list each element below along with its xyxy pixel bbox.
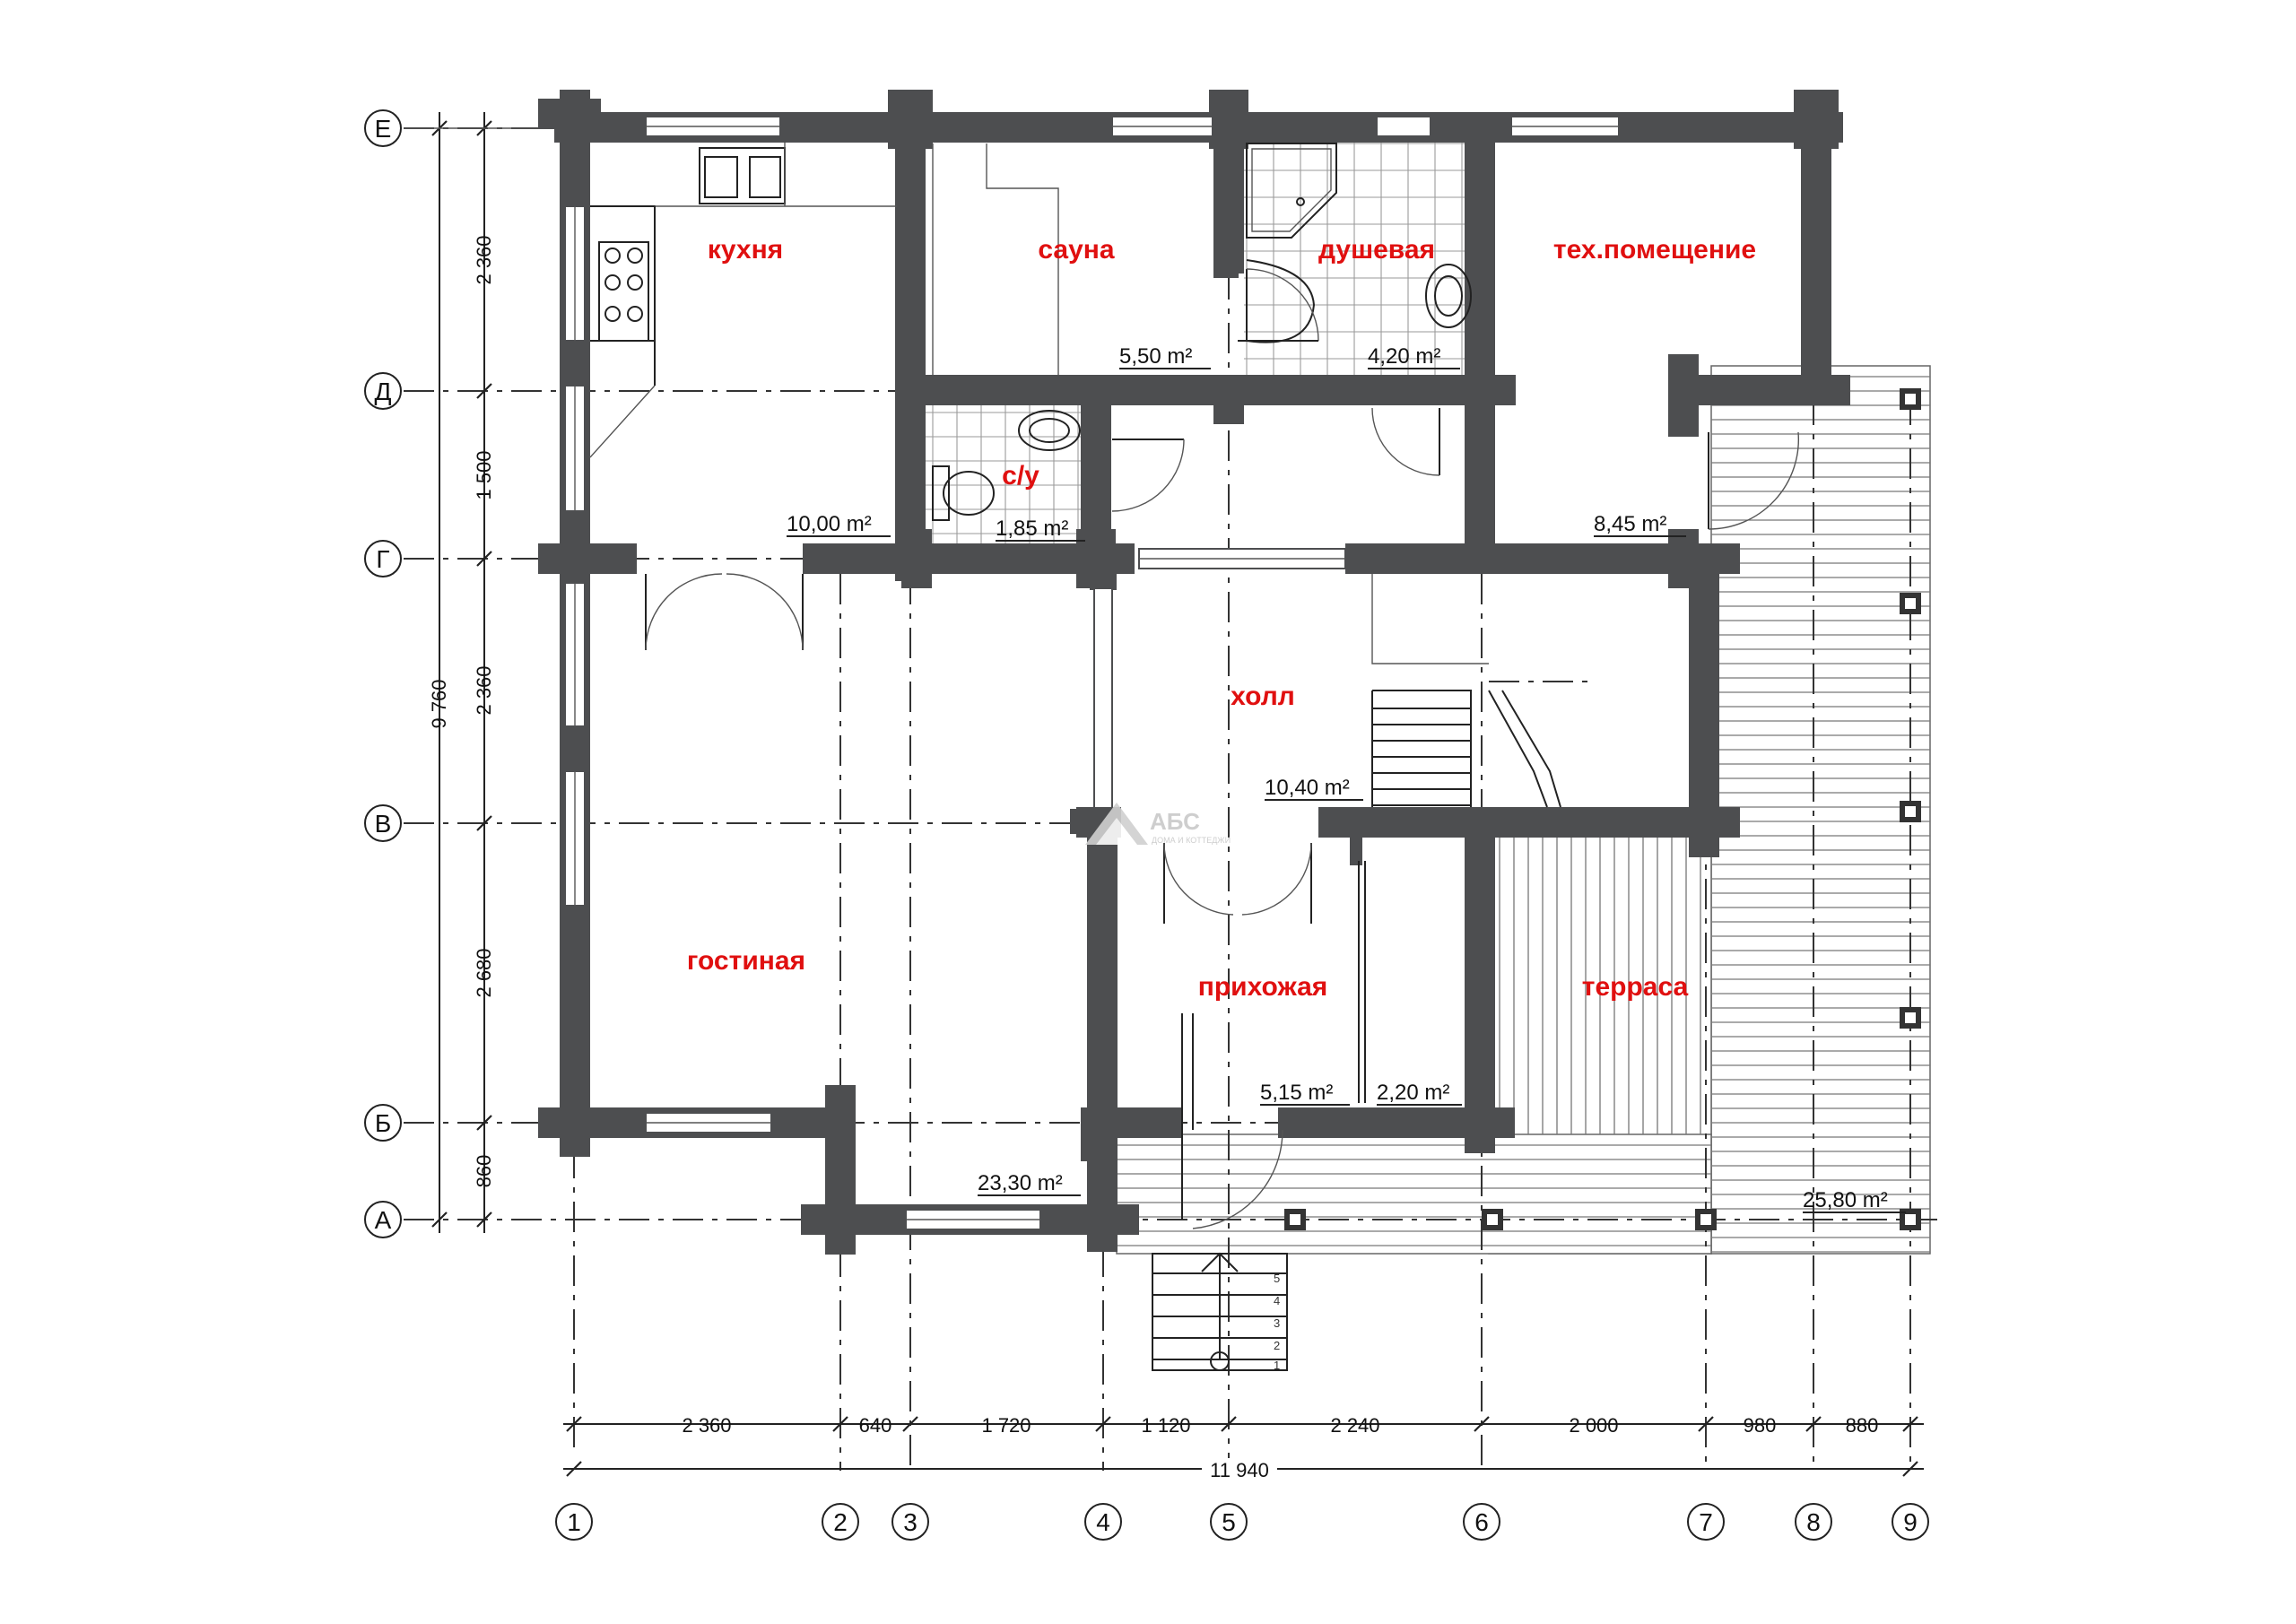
axis-label-D: Д bbox=[375, 378, 392, 405]
area-closet: 2,20 m² bbox=[1377, 1081, 1449, 1105]
room-label-entry: прихожая bbox=[1198, 972, 1328, 1002]
dim-tick bbox=[902, 1416, 918, 1432]
logo-name: АБС bbox=[1150, 808, 1200, 835]
dim-tick bbox=[1095, 1416, 1111, 1432]
dim-v-3: 2 360 bbox=[473, 665, 495, 715]
room-label-terrace: терраса bbox=[1582, 972, 1689, 1002]
axis-label-A: А bbox=[375, 1206, 392, 1234]
dim-h-7: 980 bbox=[1744, 1414, 1777, 1437]
terrace-post-core bbox=[1905, 394, 1916, 404]
dim-tick bbox=[1902, 1461, 1918, 1477]
dim-h-4: 1 120 bbox=[1141, 1414, 1190, 1437]
sauna-fixtures bbox=[932, 143, 1059, 375]
dim-v-5: 860 bbox=[473, 1155, 495, 1188]
room-label-wc: с/у bbox=[1002, 461, 1039, 491]
axis-label-5: 5 bbox=[1222, 1508, 1236, 1536]
axis-label-4: 4 bbox=[1096, 1508, 1110, 1536]
area-entry: 5,15 m² bbox=[1260, 1081, 1333, 1105]
terrace-post-core bbox=[1905, 598, 1916, 609]
dimensions-horizontal: 2 360 640 1 720 1 120 2 240 2 000 980 88… bbox=[563, 1414, 1924, 1481]
windows bbox=[564, 116, 1620, 1230]
dimensions-vertical: 9 760 2 360 1 500 2 360 2 680 860 bbox=[428, 112, 495, 1233]
dim-h-6: 2 000 bbox=[1569, 1414, 1618, 1437]
area-tech: 8,45 m² bbox=[1594, 512, 1666, 536]
room-labels: кухня сауна душевая тех.помещение с/у хо… bbox=[687, 235, 1756, 1002]
terrace-post-core bbox=[1700, 1214, 1711, 1225]
area-terrace: 25,80 m² bbox=[1803, 1188, 1888, 1212]
axis-label-V: В bbox=[375, 810, 392, 838]
dim-v-1: 2 360 bbox=[473, 235, 495, 284]
entry-stair bbox=[1152, 1252, 1288, 1371]
doors bbox=[645, 268, 1800, 1229]
area-labels: 10,00 m² 5,50 m² 4,20 m² 8,45 m² 1,85 m²… bbox=[787, 344, 1906, 1213]
axis-label-9: 9 bbox=[1903, 1508, 1918, 1536]
terrace-post-core bbox=[1905, 1214, 1916, 1225]
room-label-kitchen: кухня bbox=[708, 235, 783, 265]
axis-number-bubbles: 1 2 3 4 5 6 7 8 9 bbox=[555, 1503, 1929, 1541]
dim-tick bbox=[832, 1416, 848, 1432]
dim-v-2: 1 500 bbox=[473, 450, 495, 499]
axis-label-8: 8 bbox=[1806, 1508, 1821, 1536]
area-living: 23,30 m² bbox=[978, 1171, 1063, 1195]
axis-label-E: Е bbox=[375, 115, 392, 143]
dim-h-5: 2 240 bbox=[1330, 1414, 1379, 1437]
dim-v-4: 2 680 bbox=[473, 948, 495, 997]
step-number: 3 bbox=[1274, 1316, 1280, 1330]
logo-subtitle: ДОМА И КОТТЕДЖИ bbox=[1152, 836, 1231, 845]
area-kitchen: 10,00 m² bbox=[787, 512, 872, 536]
room-label-living: гостиная bbox=[687, 946, 805, 976]
axis-letter-bubbles: Е Д Г В Б А bbox=[364, 109, 538, 1238]
inner-stair bbox=[1371, 574, 1592, 808]
dim-tick bbox=[1902, 1416, 1918, 1432]
area-wc: 1,85 m² bbox=[996, 517, 1068, 541]
terrace-post-core bbox=[1290, 1214, 1300, 1225]
axis-label-G: Г bbox=[376, 545, 389, 573]
axis-label-1: 1 bbox=[567, 1508, 581, 1536]
terrace-post-core bbox=[1487, 1214, 1498, 1225]
dim-tick bbox=[1698, 1416, 1714, 1432]
dim-tick bbox=[566, 1461, 582, 1477]
dim-tick bbox=[1474, 1416, 1490, 1432]
axis-label-B: Б bbox=[375, 1109, 391, 1137]
area-shower: 4,20 m² bbox=[1368, 344, 1440, 369]
dim-h-3: 1 720 bbox=[981, 1414, 1031, 1437]
axis-label-6: 6 bbox=[1474, 1508, 1489, 1536]
room-label-sauna: сауна bbox=[1038, 235, 1115, 265]
axis-label-2: 2 bbox=[833, 1508, 848, 1536]
step-number: 1 bbox=[1274, 1359, 1280, 1372]
area-hall: 10,40 m² bbox=[1265, 776, 1350, 800]
room-label-tech: тех.помещение bbox=[1553, 235, 1756, 265]
kitchen-fixtures bbox=[589, 143, 897, 458]
dim-tick bbox=[1221, 1416, 1237, 1432]
dim-tick bbox=[1805, 1416, 1822, 1432]
step-number: 4 bbox=[1274, 1294, 1280, 1307]
stair-step-numbers: 5 4 3 2 1 bbox=[1274, 1272, 1280, 1372]
wc-fixtures bbox=[932, 410, 1081, 521]
axis-label-3: 3 bbox=[903, 1508, 918, 1536]
step-number: 2 bbox=[1274, 1339, 1280, 1352]
dim-tick bbox=[566, 1416, 582, 1432]
brand-logo: АБС ДОМА И КОТТЕДЖИ bbox=[1085, 803, 1231, 845]
step-number: 5 bbox=[1274, 1272, 1280, 1285]
terrace-post-core bbox=[1905, 806, 1916, 817]
dim-h-8: 880 bbox=[1846, 1414, 1879, 1437]
room-label-hall: холл bbox=[1231, 682, 1295, 711]
dim-h-2: 640 bbox=[859, 1414, 892, 1437]
dim-h-total: 11 940 bbox=[1210, 1459, 1269, 1481]
dim-h-1: 2 360 bbox=[682, 1414, 731, 1437]
dim-v-total: 9 760 bbox=[428, 679, 450, 728]
area-sauna: 5,50 m² bbox=[1119, 344, 1192, 369]
room-label-shower: душевая bbox=[1318, 235, 1435, 265]
terrace-post-core bbox=[1905, 1012, 1916, 1023]
axis-label-7: 7 bbox=[1699, 1508, 1713, 1536]
